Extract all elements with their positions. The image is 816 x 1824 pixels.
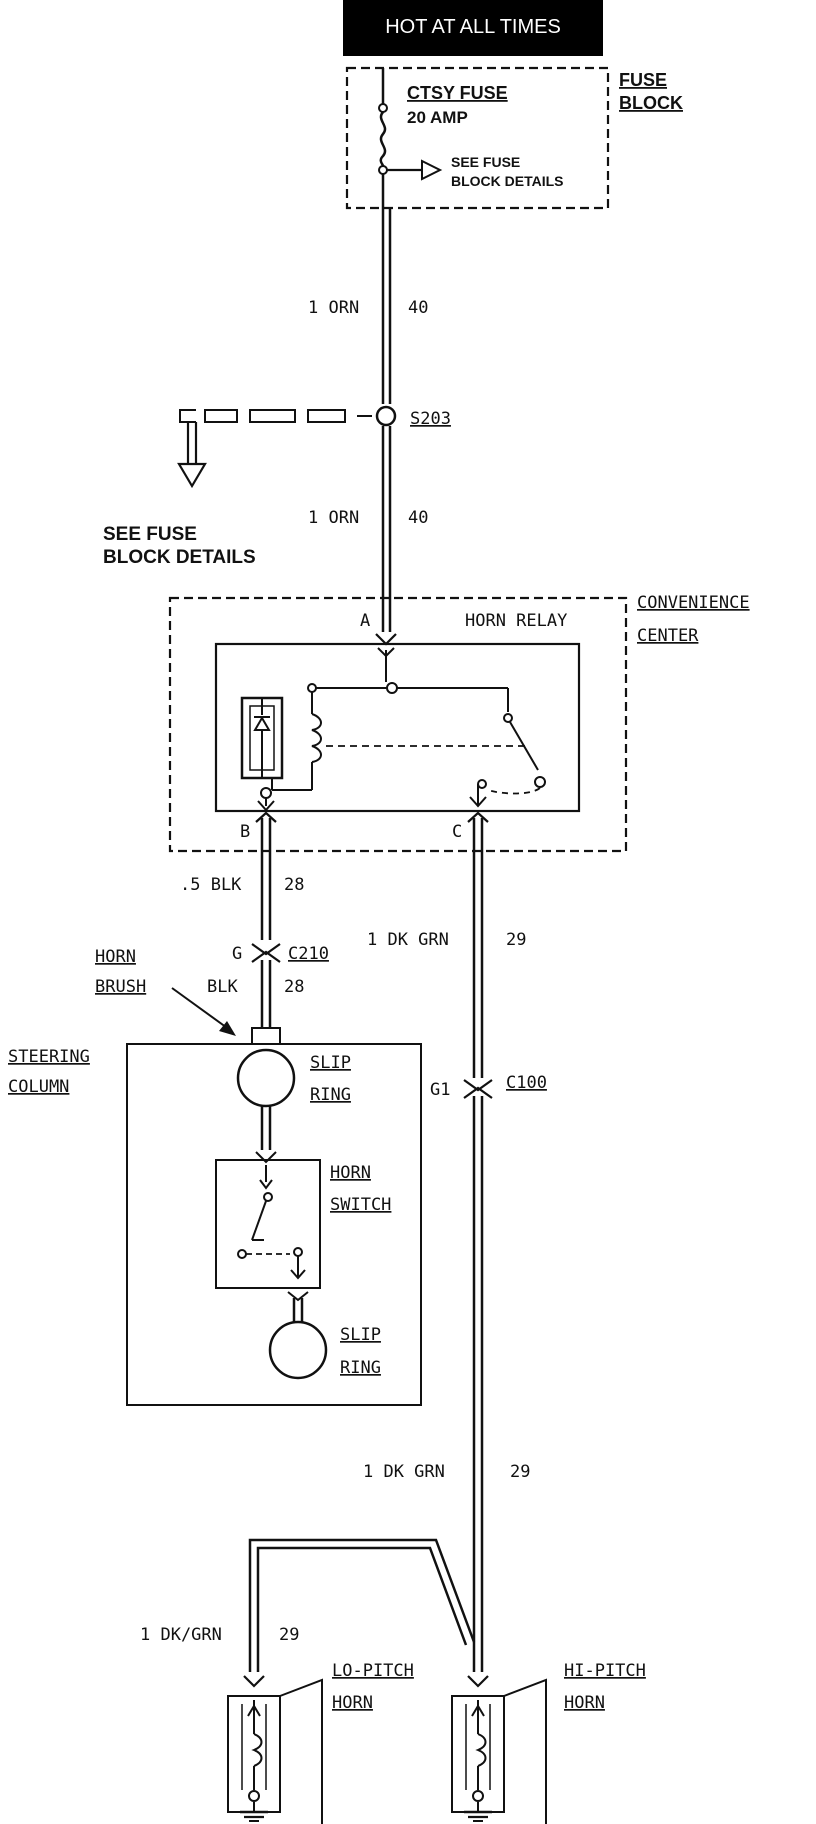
wire-label-6: 1 DK GRN	[363, 1462, 445, 1482]
wire-label-4: BLK	[207, 977, 238, 997]
horn-brush-line2: BRUSH	[95, 977, 146, 997]
slip-ring-lower-2: RING	[340, 1358, 381, 1378]
wire-blk-28-lower: BLK 28	[207, 960, 304, 1045]
lo-pitch-horn: LO-PITCH HORN	[227, 1661, 414, 1824]
splice-name: S203	[410, 409, 451, 429]
wire-circuit-4: 28	[284, 977, 304, 997]
convenience-center-line1: CONVENIENCE	[637, 593, 750, 613]
wire-circuit-3: 28	[284, 875, 304, 895]
see-fuse-details-line2: BLOCK DETAILS	[451, 173, 564, 189]
wire-orn-40-lower: 1 ORN 40	[308, 426, 428, 632]
c100-name: C100	[506, 1073, 547, 1093]
horn-brush-line1: HORN	[95, 947, 136, 967]
steering-column-line1: STEERING	[8, 1047, 90, 1067]
wire-label-3: .5 BLK	[180, 875, 242, 895]
connector-c100: G1 C100	[430, 1073, 547, 1100]
connector-c210: G C210	[232, 943, 329, 964]
lower-slip-ring	[268, 1320, 328, 1380]
horn-relay-label: HORN RELAY	[465, 611, 567, 631]
wire-blk-28-upper: .5 BLK 28	[180, 811, 304, 940]
splice-see-details-line1: SEE FUSE	[103, 524, 197, 545]
wire-circuit-7: 29	[279, 1625, 299, 1645]
hi-pitch-horn-line1: HI-PITCH	[564, 1661, 646, 1681]
relay-pin-a: A	[360, 611, 370, 631]
slip-ring-upper-2: RING	[310, 1085, 351, 1105]
steering-column-line2: COLUMN	[8, 1077, 69, 1097]
see-fuse-details-line1: SEE FUSE	[451, 154, 520, 170]
wire-label-7: 1 DK/GRN	[140, 1625, 222, 1645]
slip-ring-upper-1: SLIP	[310, 1053, 351, 1073]
fuse-rating-label: 20 AMP	[407, 108, 468, 127]
hot-label: HOT AT ALL TIMES	[385, 16, 561, 38]
hot-at-all-times-banner: HOT AT ALL TIMES	[343, 0, 603, 56]
splice-s203: S203 SEE FUSE BLOCK DETAILS	[103, 405, 451, 568]
wire-circuit-2: 40	[408, 508, 428, 528]
relay-pin-c: C	[452, 822, 462, 842]
fuse-block-title-2: BLOCK	[619, 93, 683, 113]
splice-see-details-line2: BLOCK DETAILS	[103, 547, 256, 568]
hi-pitch-horn-line2: HORN	[564, 1693, 605, 1713]
lo-pitch-horn-line2: HORN	[332, 1693, 373, 1713]
hi-pitch-horn: HI-PITCH HORN	[451, 1661, 646, 1824]
wire-circuit-6: 29	[510, 1462, 530, 1482]
lo-pitch-horn-line1: LO-PITCH	[332, 1661, 414, 1681]
wire-label-1: 1 ORN	[308, 298, 359, 318]
fuse-block: FUSE BLOCK CTSY FUSE 20 AMP SEE FUSE BLO…	[345, 66, 683, 210]
horn-brush-callout: HORN BRUSH	[95, 947, 236, 1036]
ctsy-fuse-label: CTSY FUSE	[407, 83, 508, 103]
fuse-block-title-1: FUSE	[619, 70, 667, 90]
convenience-center: CONVENIENCE CENTER HORN RELAY A B C	[168, 593, 750, 853]
wire-dk-grn-29: 1 DK GRN 29	[367, 811, 526, 1078]
horn-switch-line1: HORN	[330, 1163, 371, 1183]
wire-circuit-1: 40	[408, 298, 428, 318]
steering-column: STEERING COLUMN SLIP RING HORN SWITCH SL…	[8, 1043, 422, 1406]
c210-name: C210	[288, 944, 329, 964]
convenience-center-line2: CENTER	[637, 626, 699, 646]
upper-slip-ring	[236, 1048, 296, 1108]
relay-pin-b: B	[240, 822, 250, 842]
wire-label-2: 1 ORN	[308, 508, 359, 528]
fuse-symbol	[378, 68, 443, 181]
wire-label-5: 1 DK GRN	[367, 930, 449, 950]
c210-pin: G	[232, 944, 242, 964]
wire-circuit-5: 29	[506, 930, 526, 950]
c100-pin: G1	[430, 1080, 450, 1100]
horn-relay	[214, 633, 581, 813]
wire-orn-40-upper: 1 ORN 40	[308, 174, 428, 404]
horn-switch-line2: SWITCH	[330, 1195, 391, 1215]
wire-dk-grn-29-lower: 1 DK GRN 29 1 DK/GRN 29	[140, 1096, 530, 1672]
slip-ring-lower-1: SLIP	[340, 1325, 381, 1345]
